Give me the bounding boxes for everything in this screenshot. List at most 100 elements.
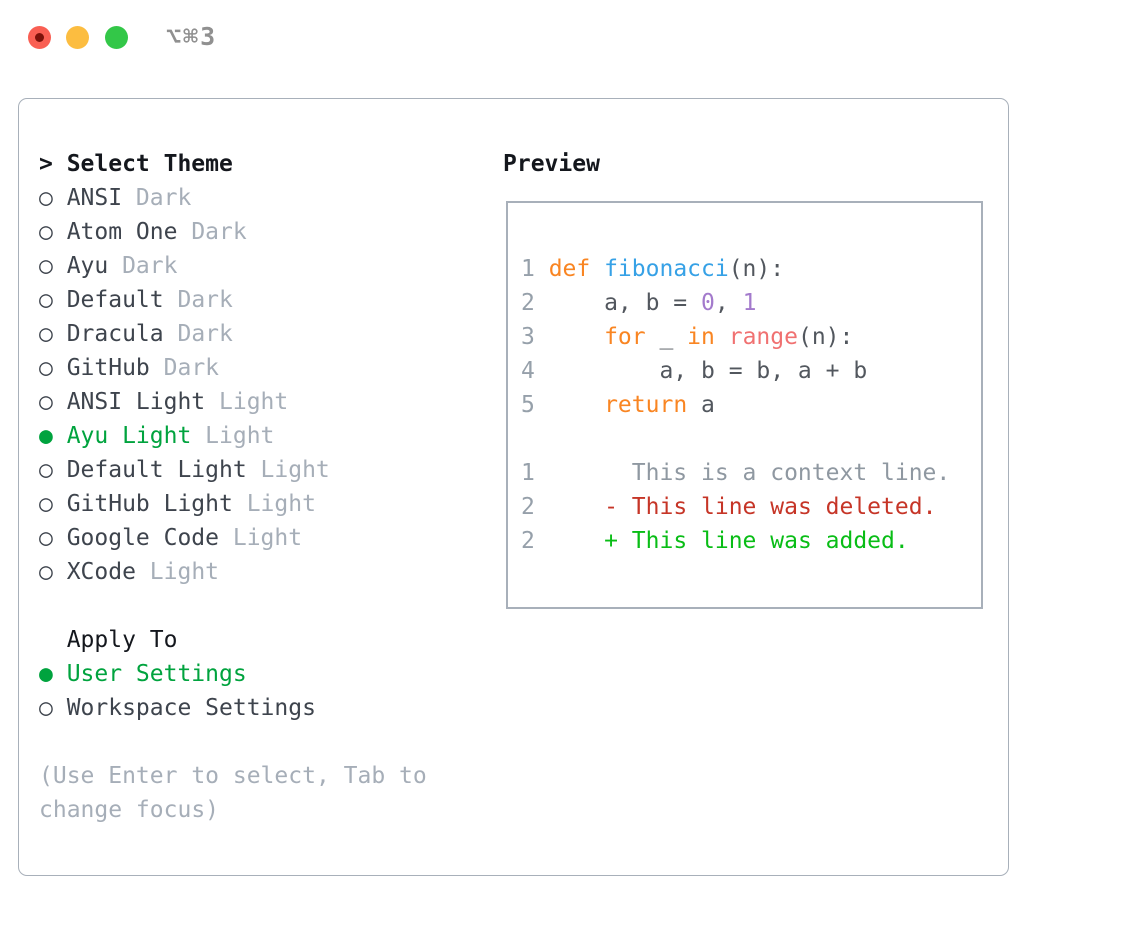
theme-item-google-code[interactable]: ○ Google Code Light bbox=[39, 521, 479, 555]
code-token bbox=[715, 324, 729, 350]
gap bbox=[39, 725, 479, 759]
builtin-token: range bbox=[728, 324, 798, 350]
context-text: This is a context line. bbox=[548, 460, 951, 486]
theme-list-title: Select Theme bbox=[66, 151, 233, 177]
theme-variant-tag: Dark bbox=[177, 321, 233, 347]
code-token bbox=[549, 324, 604, 350]
radio-icon: ○ bbox=[39, 253, 53, 279]
keyword-token: for bbox=[604, 324, 646, 350]
radio-selected-icon: ● bbox=[39, 661, 53, 687]
code-token: a, b = b, a + b bbox=[548, 358, 868, 384]
apply-to-title: Apply To bbox=[66, 627, 178, 653]
code-token: _ bbox=[645, 324, 688, 350]
theme-item-ayu-dark[interactable]: ○ Ayu Dark bbox=[39, 249, 479, 283]
radio-icon: ○ bbox=[39, 525, 53, 551]
number-token: 1 bbox=[742, 290, 757, 316]
theme-name: GitHub Light bbox=[66, 491, 233, 517]
radio-icon: ○ bbox=[39, 219, 53, 245]
theme-name: XCode bbox=[66, 559, 136, 585]
prompt-icon: > bbox=[39, 151, 53, 177]
preview-title: Preview bbox=[503, 151, 600, 177]
function-token: fibonacci bbox=[604, 256, 729, 282]
theme-variant-tag: Light bbox=[149, 559, 220, 585]
code-token: a, b = bbox=[548, 290, 702, 316]
keyboard-hint: (Use Enter to select, Tab to change focu… bbox=[39, 763, 427, 823]
theme-variant-tag: Light bbox=[260, 457, 330, 483]
gap bbox=[39, 589, 479, 623]
code-token bbox=[549, 392, 604, 418]
theme-list-header: > Select Theme bbox=[39, 147, 479, 181]
theme-item-xcode[interactable]: ○ XCode Light bbox=[39, 555, 479, 589]
minimize-button[interactable] bbox=[66, 26, 89, 49]
theme-name: Google Code bbox=[66, 525, 220, 551]
code-line: 1 def fibonacci(n): bbox=[521, 252, 981, 286]
close-button[interactable] bbox=[28, 26, 51, 49]
theme-item-github-dark[interactable]: ○ GitHub Dark bbox=[39, 351, 479, 385]
theme-variant-tag: Dark bbox=[122, 253, 178, 279]
zoom-button[interactable] bbox=[105, 26, 128, 49]
code-line: 5 return a bbox=[521, 388, 981, 422]
theme-name: ANSI Light bbox=[66, 389, 206, 415]
apply-option-workspace-settings[interactable]: ○ Workspace Settings bbox=[39, 691, 479, 725]
code-line: 2 a, b = 0, 1 bbox=[521, 286, 981, 320]
code-token bbox=[549, 494, 604, 520]
code-token: (n): bbox=[728, 256, 785, 282]
deleted-text: - This line was deleted. bbox=[604, 494, 937, 520]
code-token: , bbox=[714, 290, 743, 316]
radio-icon: ○ bbox=[39, 695, 53, 721]
theme-variant-tag: Light bbox=[205, 423, 275, 449]
line-number: 2 bbox=[521, 290, 535, 316]
added-text: + This line was added. bbox=[604, 528, 909, 554]
blank-line bbox=[521, 422, 981, 456]
code-line: 3 for _ in range(n): bbox=[521, 320, 981, 354]
diff-added-line: 2 + This line was added. bbox=[521, 524, 981, 558]
window-title-shortcut: ⌥⌘3 bbox=[166, 22, 218, 51]
radio-icon: ○ bbox=[39, 321, 53, 347]
diff-context-line: 1 This is a context line. bbox=[521, 456, 981, 490]
code-token: a bbox=[687, 392, 715, 418]
theme-variant-tag: Light bbox=[232, 525, 303, 551]
code-token bbox=[549, 528, 604, 554]
apply-to-header: Apply To bbox=[39, 623, 479, 657]
radio-icon: ○ bbox=[39, 287, 53, 313]
theme-name: Default Light bbox=[66, 457, 247, 483]
line-number: 2 bbox=[521, 494, 535, 520]
apply-option-user-settings[interactable]: ●User Settings bbox=[39, 657, 479, 691]
theme-name: Ayu bbox=[66, 253, 109, 279]
code-line: 4 a, b = b, a + b bbox=[521, 354, 981, 388]
line-number: 3 bbox=[521, 324, 535, 350]
line-number: 1 bbox=[521, 460, 535, 486]
theme-name: Atom One bbox=[66, 219, 178, 245]
keyword-token: return bbox=[604, 392, 688, 418]
line-number: 1 bbox=[521, 256, 535, 282]
radio-icon: ○ bbox=[39, 491, 53, 517]
theme-name: Dracula bbox=[66, 321, 164, 347]
apply-option-label: Workspace Settings bbox=[66, 695, 316, 721]
radio-icon: ○ bbox=[39, 355, 53, 381]
radio-icon: ○ bbox=[39, 559, 53, 585]
theme-variant-tag: Dark bbox=[135, 185, 192, 211]
theme-variant-tag: Dark bbox=[177, 287, 233, 313]
theme-item-dracula-dark[interactable]: ○ Dracula Dark bbox=[39, 317, 479, 351]
number-token: 0 bbox=[701, 290, 715, 316]
theme-variant-tag: Light bbox=[246, 491, 316, 517]
theme-variant-tag: Dark bbox=[163, 355, 220, 381]
line-number: 4 bbox=[521, 358, 535, 384]
theme-name: GitHub bbox=[66, 355, 150, 381]
radio-icon: ○ bbox=[39, 389, 53, 415]
code-token: (n): bbox=[797, 324, 854, 350]
close-dot-icon bbox=[35, 33, 44, 42]
radio-icon: ○ bbox=[39, 185, 53, 211]
keyword-token: def bbox=[548, 256, 605, 282]
line-number: 5 bbox=[521, 392, 535, 418]
theme-item-github-light[interactable]: ○ GitHub Light Light bbox=[39, 487, 479, 521]
